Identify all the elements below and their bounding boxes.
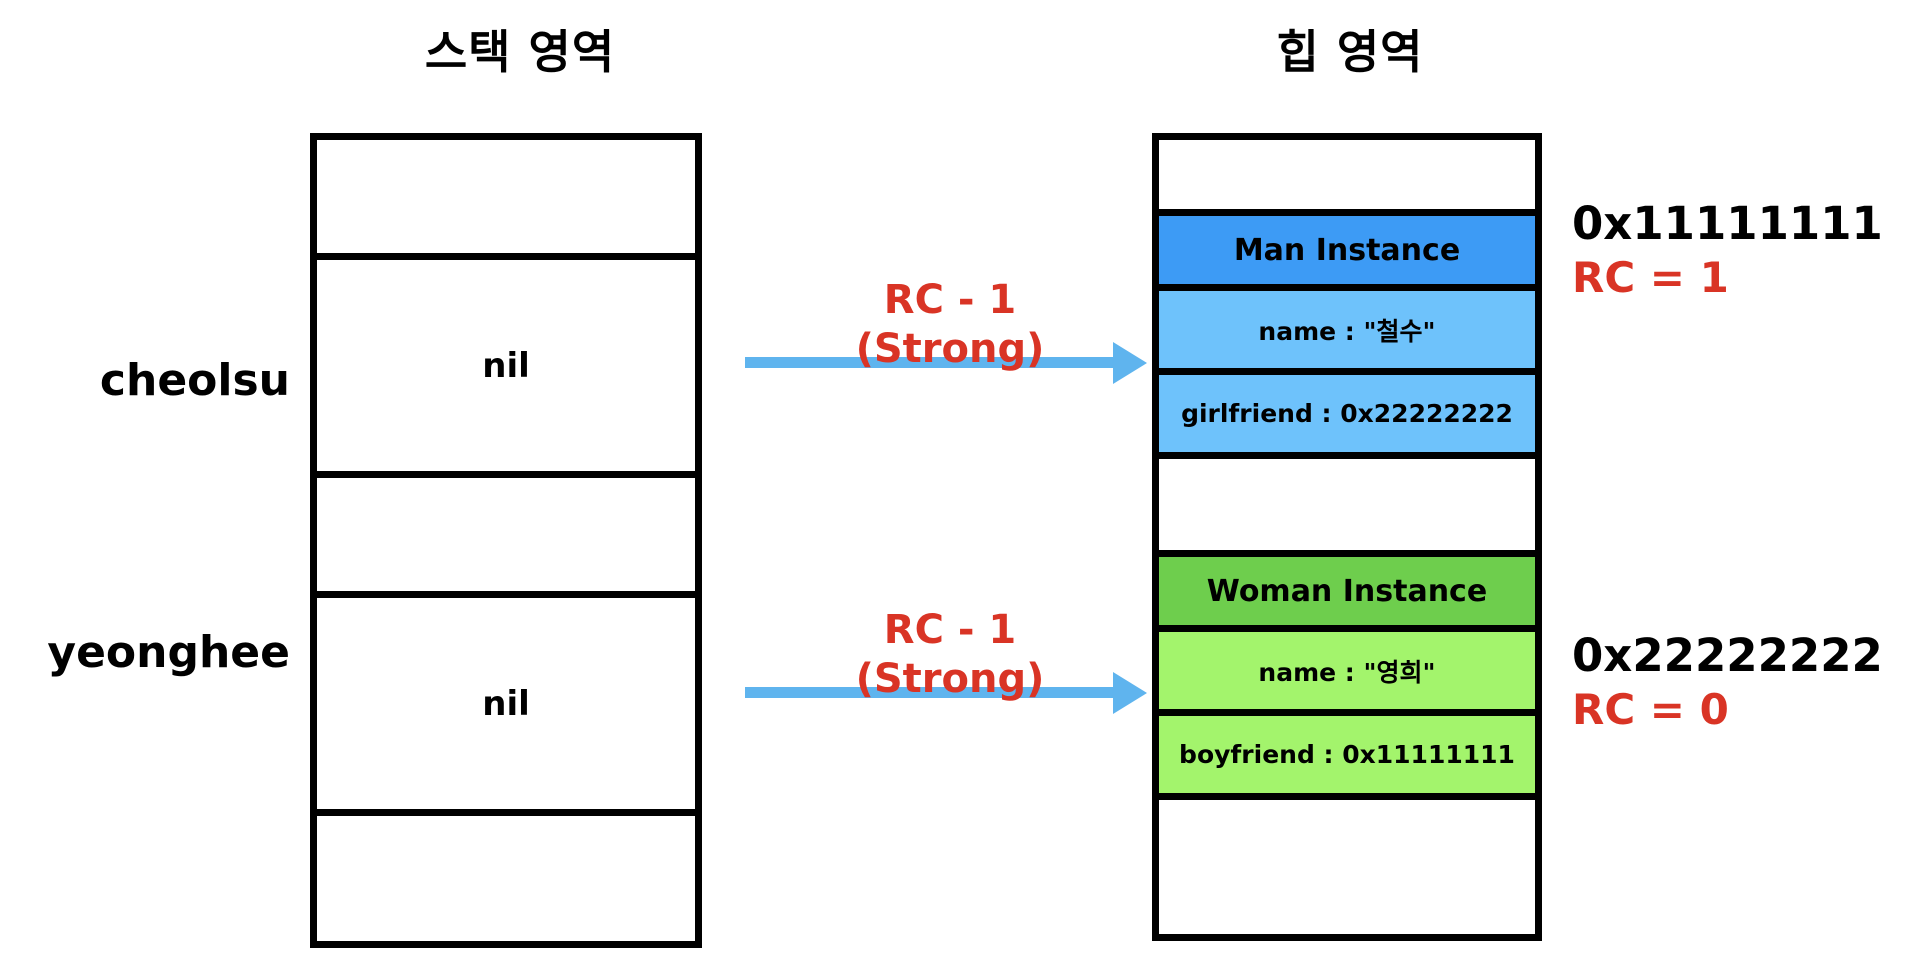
address-annotation-woman: 0x22222222 RC = 0: [1572, 630, 1883, 738]
heap-area-title: 힙 영역: [1276, 25, 1424, 79]
stack-cell-value-yeonghee: nil: [482, 683, 530, 724]
stack-cell-empty-top: [317, 140, 695, 260]
heap-field-man-girlfriend: girlfriend : 0x22222222: [1159, 375, 1535, 459]
arrow-yeonghee-to-woman: RC - 1 (Strong): [745, 607, 1147, 738]
heap-memory-box: Man Instance name : "철수" girlfriend : 0x…: [1152, 133, 1542, 941]
man-instance-label: Man Instance: [1233, 232, 1461, 268]
arrow-label-bottom-line1: RC - 1: [883, 607, 1017, 653]
man-name-field-text: name : "철수": [1258, 316, 1436, 346]
arrow-label-top-line1: RC - 1: [883, 277, 1017, 323]
arrow-label-top-line2: (Strong): [855, 325, 1045, 372]
stack-area-title: 스택 영역: [424, 25, 616, 79]
stack-variable-label-cheolsu: cheolsu: [99, 355, 290, 406]
heap-cell-empty-top: [1159, 140, 1535, 216]
stack-memory-box: nil nil: [310, 133, 702, 948]
arrow-label-bottom: RC - 1 (Strong): [805, 606, 1095, 704]
heap-block-header-woman: Woman Instance: [1159, 557, 1535, 632]
heap-field-woman-name: name : "영희": [1159, 632, 1535, 716]
arrow-line-icon: [745, 357, 1121, 368]
arrow-head-icon: [1113, 342, 1147, 384]
heap-field-woman-boyfriend: boyfriend : 0x11111111: [1159, 716, 1535, 800]
man-girlfriend-field-text: girlfriend : 0x22222222: [1181, 399, 1513, 428]
arrow-line-icon: [745, 687, 1121, 698]
heap-field-man-name: name : "철수": [1159, 291, 1535, 375]
woman-address-text: 0x22222222: [1572, 629, 1883, 682]
man-address-text: 0x11111111: [1572, 197, 1883, 250]
woman-name-field-text: name : "영희": [1258, 657, 1436, 687]
stack-cell-yeonghee: nil: [317, 598, 695, 816]
arrow-head-icon: [1113, 672, 1147, 714]
woman-instance-label: Woman Instance: [1206, 573, 1488, 609]
stack-variable-label-yeonghee: yeonghee: [47, 627, 290, 678]
stack-cell-cheolsu: nil: [317, 260, 695, 478]
stack-cell-value-cheolsu: nil: [482, 345, 530, 386]
woman-reference-count-text: RC = 0: [1572, 684, 1729, 734]
arrow-cheolsu-to-man: RC - 1 (Strong): [745, 277, 1147, 408]
heap-block-header-man: Man Instance: [1159, 216, 1535, 291]
man-reference-count-text: RC = 1: [1572, 252, 1729, 302]
address-annotation-man: 0x11111111 RC = 1: [1572, 198, 1883, 306]
stack-cell-empty-bottom: [317, 816, 695, 941]
stack-cell-empty-middle: [317, 478, 695, 598]
heap-cell-empty-middle: [1159, 459, 1535, 557]
woman-boyfriend-field-text: boyfriend : 0x11111111: [1179, 740, 1515, 769]
heap-cell-empty-bottom: [1159, 800, 1535, 934]
arrow-label-bottom-line2: (Strong): [855, 655, 1045, 702]
arrow-label-top: RC - 1 (Strong): [805, 276, 1095, 374]
